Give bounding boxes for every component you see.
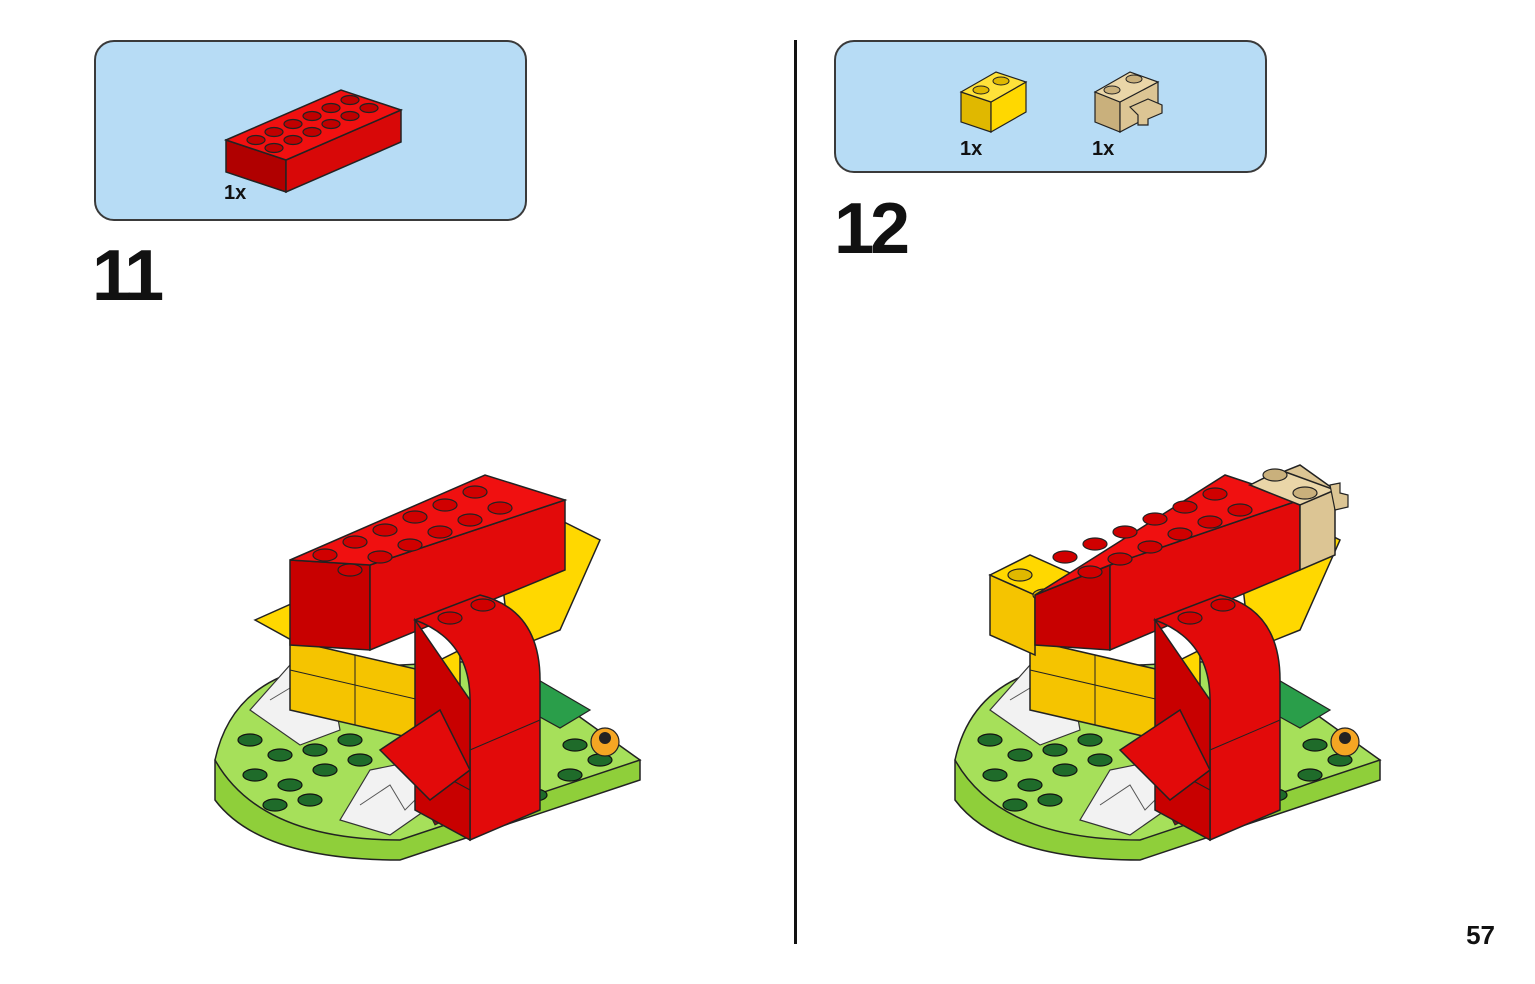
model-illustration-step-12	[954, 464, 1382, 861]
part-quantity: 1x	[1092, 138, 1115, 160]
page-number: 57	[1466, 920, 1495, 950]
red-brick-2x6-icon	[223, 89, 404, 194]
step-number: 12	[834, 189, 910, 269]
yellow-brick-1x2-icon	[959, 71, 1028, 134]
parts-callout-step-12: 1x 1x	[834, 40, 1267, 173]
tan-brick-with-clip-icon	[1093, 71, 1163, 133]
part-quantity: 1x	[224, 182, 247, 204]
part-quantity: 1x	[960, 138, 983, 160]
step-number: 11	[92, 236, 164, 316]
model-illustration-step-11	[214, 474, 642, 861]
parts-callout-step-11: 1x	[94, 40, 527, 221]
page-divider	[794, 40, 797, 944]
